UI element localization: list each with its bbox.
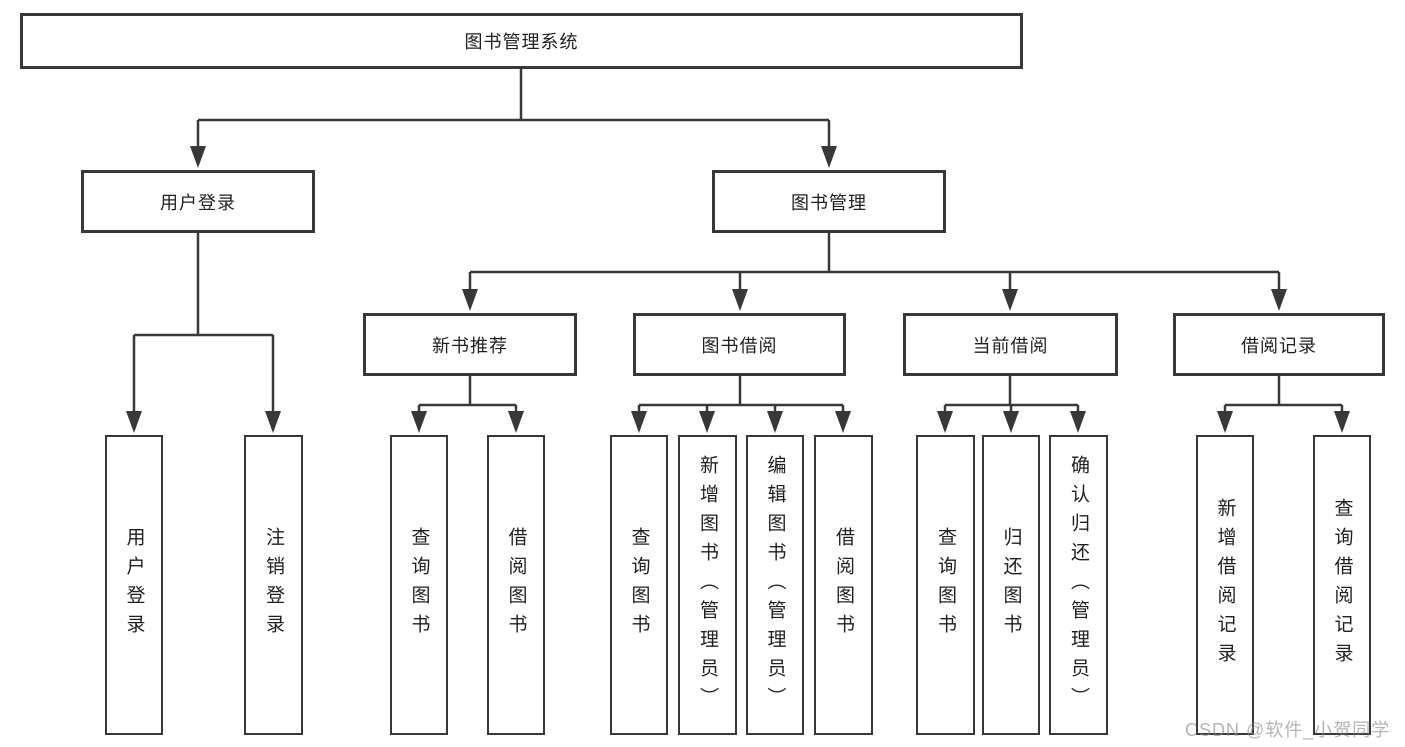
leaf-user-login: 用户登录 <box>105 435 163 735</box>
node-label: 查询借阅记录 <box>1331 498 1353 672</box>
node-label: 借阅图书 <box>833 527 854 643</box>
leaf-rec-query-books: 查询图书 <box>390 435 448 735</box>
node-label: 图书借阅 <box>701 335 778 356</box>
node-label: 新增借阅记录 <box>1214 498 1236 672</box>
node-current-borrowing: 当前借阅 <box>903 313 1118 376</box>
node-label: 查询图书 <box>628 527 650 643</box>
leaf-cb-confirm-return-admin: 确认归还（管理员） <box>1049 435 1108 735</box>
node-label: 注销登录 <box>263 527 284 643</box>
node-borrowing-records: 借阅记录 <box>1173 313 1385 376</box>
leaf-bb-edit-books-admin: 编辑图书（管理员） <box>746 435 804 735</box>
node-label: 用户登录 <box>160 192 236 213</box>
node-label: 借阅图书 <box>505 527 527 643</box>
node-label: 编辑图书（管理员） <box>764 454 786 716</box>
node-label: 图书管理 <box>791 192 867 213</box>
node-label: 当前借阅 <box>972 335 1049 356</box>
leaf-cb-query-books: 查询图书 <box>916 435 975 735</box>
leaf-rec-borrow-books: 借阅图书 <box>487 435 545 735</box>
node-label: 确认归还（管理员） <box>1068 454 1089 716</box>
node-label: 图书管理系统 <box>464 32 579 52</box>
connector-book-mgmt <box>468 233 1281 291</box>
connector-root <box>196 69 831 148</box>
node-new-book-recommend: 新书推荐 <box>363 313 577 376</box>
leaf-bb-query-books: 查询图书 <box>610 435 668 735</box>
connector-current-borrow <box>943 376 1080 413</box>
connector-borrow-record <box>1223 376 1344 413</box>
node-label: 用户登录 <box>123 527 145 643</box>
node-label: 新书推荐 <box>432 335 508 356</box>
node-label: 归还图书 <box>1000 527 1022 643</box>
node-label: 查询图书 <box>935 527 956 643</box>
node-label: 查询图书 <box>408 527 430 643</box>
node-system-root: 图书管理系统 <box>20 13 1023 69</box>
leaf-cb-return-books: 归还图书 <box>982 435 1040 735</box>
node-book-borrowing: 图书借阅 <box>633 313 846 376</box>
leaf-br-add-record: 新增借阅记录 <box>1196 435 1254 735</box>
node-user-login-module: 用户登录 <box>81 170 315 233</box>
leaf-br-query-record: 查询借阅记录 <box>1313 435 1371 735</box>
connector-new-book <box>417 376 518 413</box>
arrowheads <box>126 146 1350 433</box>
node-label: 借阅记录 <box>1241 335 1317 356</box>
leaf-logout: 注销登录 <box>244 435 303 735</box>
connector-book-borrow <box>637 376 845 413</box>
leaf-bb-borrow-books: 借阅图书 <box>814 435 873 735</box>
node-book-management-module: 图书管理 <box>712 170 946 233</box>
connector-user-login <box>132 233 275 413</box>
node-label: 新增图书（管理员） <box>697 454 718 716</box>
csdn-watermark: CSDN @软件_小贺同学 <box>1185 720 1391 740</box>
leaf-bb-add-books-admin: 新增图书（管理员） <box>678 435 737 735</box>
